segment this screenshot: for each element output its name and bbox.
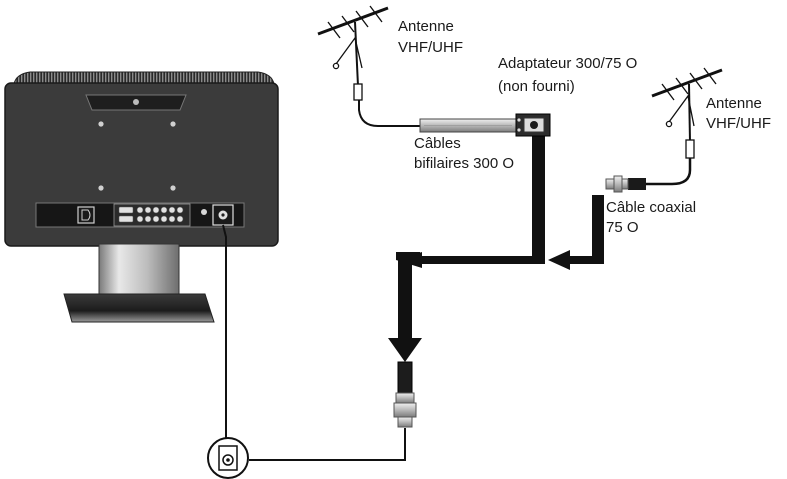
right-antenna-lead: [640, 158, 692, 186]
coax-plug: [393, 361, 417, 428]
label-twinlead-line1: Câbles: [414, 135, 461, 152]
adapter-300-75: [515, 113, 551, 137]
io-ports: [118, 206, 184, 223]
tv-vent: [13, 71, 275, 85]
label-antenna-top-line1: Antenne: [398, 18, 454, 35]
labels: Antenne VHF/UHF Adaptateur 300/75 O (non…: [398, 18, 771, 236]
coax-jack-icon: [207, 437, 249, 479]
tv-rf-input: [212, 204, 234, 226]
label-adapter-line2: (non fourni): [498, 78, 575, 95]
cables: [222, 98, 692, 461]
tv-back: [4, 71, 279, 323]
twin-lead-cable: [419, 118, 519, 133]
flow-arrows: [388, 136, 604, 362]
antenna-icon-right: [651, 67, 723, 159]
small-jack: [201, 209, 207, 215]
arrow-right-coax: [548, 195, 604, 270]
antenna-icon: [317, 5, 389, 101]
tv-screws: [98, 121, 176, 191]
jack-to-plug-cable: [249, 428, 406, 461]
top-antenna-lead: [358, 98, 420, 127]
label-twinlead-line2: bifilaires 300 O: [414, 155, 514, 172]
power-socket: [77, 206, 95, 224]
tv-stand-base: [63, 293, 215, 323]
tv-to-jack-cable: [222, 224, 227, 440]
label-coax-line2: 75 O: [606, 219, 639, 236]
arrow-down-to-plug: [388, 252, 422, 362]
label-antenna-right-line2: VHF/UHF: [706, 115, 771, 132]
coax-cable-plug-right: [605, 175, 646, 193]
label-antenna-top-line2: VHF/UHF: [398, 39, 463, 56]
label-coax-line1: Câble coaxial: [606, 199, 696, 216]
label-adapter-line1: Adaptateur 300/75 O: [498, 55, 637, 72]
label-antenna-right-line1: Antenne: [706, 95, 762, 112]
